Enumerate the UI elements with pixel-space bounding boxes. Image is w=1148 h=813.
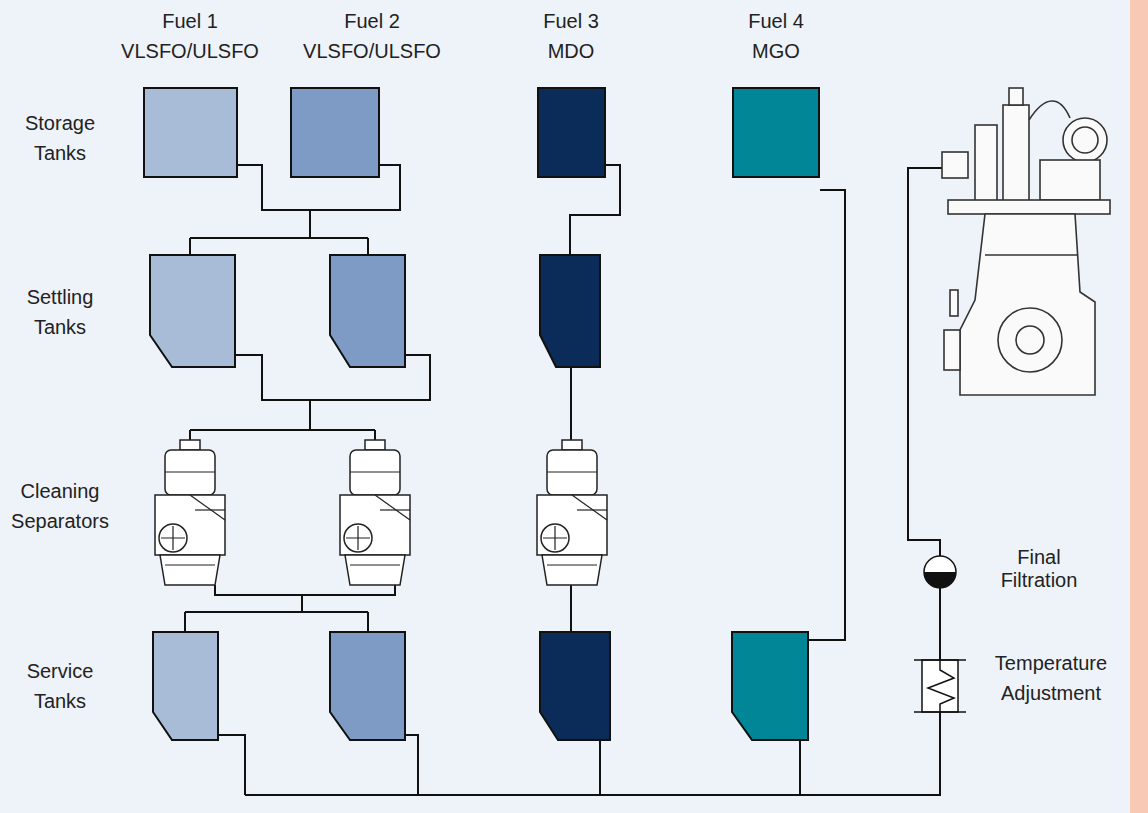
symbol-label: Temperature Adjustment <box>978 648 1124 708</box>
engine-scavenge-box <box>1040 160 1100 200</box>
heater-box <box>922 660 958 712</box>
fuel-pipe <box>570 367 572 440</box>
service-tank <box>540 632 610 740</box>
cleaning-separator <box>155 440 225 585</box>
engine-cylinder <box>1003 105 1029 203</box>
filter-fill <box>924 572 956 588</box>
service-tank <box>330 632 405 740</box>
side-panel <box>1130 0 1148 813</box>
turbocharger <box>1063 118 1107 162</box>
symbol-label: Final Filtration <box>978 546 1100 592</box>
row-label: Storage Tanks <box>4 108 116 168</box>
settling-tank <box>150 255 235 367</box>
settling-tank <box>330 255 405 367</box>
fuel-heading: Fuel 1 VLSFO/ULSFO <box>115 6 265 66</box>
fuel-pipe <box>218 168 942 795</box>
engine-fuel-pump <box>942 152 968 178</box>
fuel-heading: Fuel 2 VLSFO/ULSFO <box>297 6 447 66</box>
engine-detail <box>944 330 960 370</box>
fuel-heading: Fuel 3 MDO <box>531 6 611 66</box>
engine-crankcase <box>960 214 1095 395</box>
filter-symbol: Final Filtration <box>920 548 1120 594</box>
engine-illustration <box>942 88 1110 395</box>
fuel-pipe <box>808 190 845 640</box>
storage-tank-body <box>537 87 606 178</box>
cleaning-separator <box>340 440 410 585</box>
service-tank <box>732 632 808 740</box>
filter-circle <box>924 556 956 588</box>
engine-exhaust-pipe <box>1029 101 1070 120</box>
row-label: Cleaning Separators <box>4 476 116 536</box>
heater-coil <box>928 660 954 712</box>
fuel-pipe <box>190 165 400 255</box>
storage-tank-body <box>290 87 380 178</box>
engine-flywheel <box>998 308 1062 372</box>
settling-tank <box>540 255 600 367</box>
engine-detail <box>950 290 958 316</box>
engine-valve <box>1009 88 1023 105</box>
engine-cylinder <box>975 125 997 203</box>
engine-deck <box>948 200 1110 214</box>
storage-tank: Fuel 4 MGO <box>732 6 820 178</box>
heat-exchanger-icon <box>900 648 970 724</box>
fuel-pipe <box>185 585 395 632</box>
engine-detail <box>985 254 1078 256</box>
fuel-heading: Fuel 4 MGO <box>736 6 816 66</box>
row-label: Settling Tanks <box>4 282 116 342</box>
storage-tank: Fuel 3 MDO <box>527 6 615 178</box>
turbocharger <box>1072 127 1098 153</box>
heater-symbol: Temperature Adjustment <box>900 648 1128 724</box>
cleaning-separator <box>537 440 607 585</box>
fuel-pipe <box>570 585 572 632</box>
engine-flywheel <box>1016 326 1044 354</box>
heater-flange <box>914 660 966 712</box>
filter-icon <box>920 548 990 594</box>
service-tank <box>153 632 218 740</box>
fuel-pipe <box>570 165 620 255</box>
row-label: Service Tanks <box>4 656 116 716</box>
storage-tank: Fuel 2 VLSFO/ULSFO <box>290 6 451 178</box>
storage-tank: Fuel 1 VLSFO/ULSFO <box>111 6 269 178</box>
storage-tank-body <box>732 87 820 178</box>
fuel-pipe <box>939 594 941 648</box>
storage-tank-body <box>143 87 238 178</box>
